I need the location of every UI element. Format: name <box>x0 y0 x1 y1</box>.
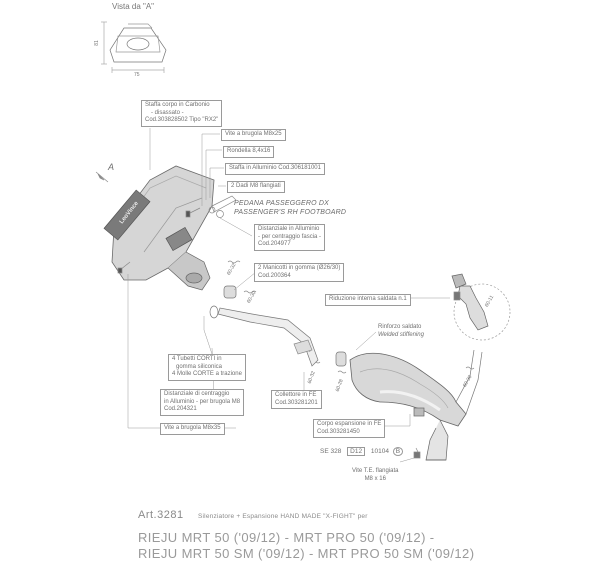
expansion-body-callout: Corpo espansione in FE Cod.303281450 <box>313 419 386 438</box>
callout-line: Distanziale in Alluminio <box>258 226 320 232</box>
callout-line: Cod.204321 <box>164 406 197 412</box>
weld-label-it: Rinforzo saldato <box>378 324 422 330</box>
expansion-chamber <box>349 349 483 461</box>
view-a-width-dim: 75 <box>134 72 140 78</box>
internal-reduction-callout: Riduzione interna saldata n.1 <box>325 294 411 306</box>
view-a-title: Vista da "A" <box>112 2 154 11</box>
article-number: Art.3281 <box>138 509 184 521</box>
washer-callout: Rondella 8,4x16 <box>223 146 275 158</box>
footboard-label: PEDANA PASSEGGERO DX PASSENGER'S RH FOOT… <box>234 200 346 217</box>
callout-line: gomma siliconica <box>176 363 223 370</box>
callout-line: 4 Molle CORTE a trazione <box>172 371 242 377</box>
flanged-nuts-callout: 2 Dadi M8 flangiati <box>227 181 285 193</box>
callout-line: Collettore in FE <box>275 392 317 398</box>
callout-line: Cod.200364 <box>258 272 291 279</box>
se-b-circle: B <box>392 447 404 456</box>
callout-line: Cod.303828502 Tipo "RX2" <box>145 117 219 123</box>
silencer-bolts <box>117 195 237 274</box>
springs-callout: 4 Tubetti CORTI in gomma siliconica 4 Mo… <box>168 354 246 381</box>
se-number: SE 328 <box>320 448 342 455</box>
view-a-arrow <box>95 171 109 183</box>
weld-label-en: Welded stiffening <box>378 331 424 338</box>
callout-line: 4 Tubetti CORTI in <box>172 356 222 362</box>
alu-spacer-callout: Distanziale in Alluminio - per centraggi… <box>254 224 326 251</box>
rubber-sleeve <box>223 285 347 367</box>
callout-line: - disassato - <box>151 109 184 116</box>
callout-line: - per centraggio fascia - <box>258 233 322 240</box>
callout-line: Corpo espansione in FE <box>317 421 382 427</box>
callout-line: Cod.204977 <box>258 241 291 247</box>
callout-line: Vite T.E. flangiata <box>352 468 399 474</box>
centering-spacer-callout: Distanziale di centraggio in Alluminio -… <box>160 389 245 416</box>
callout-line: 2 Manicotti in gomma (Ø26/30) <box>258 265 341 271</box>
aluminium-bracket-callout: Staffa in Alluminio Cod.306181001 <box>225 163 325 175</box>
rubber-sleeves-callout: 2 Manicotti in gomma (Ø26/30) Cod.200364 <box>254 263 345 282</box>
callout-line: in Alluminio - per brugola M8 <box>164 398 241 405</box>
footboard-label-en: PASSENGER'S RH FOOTBOARD <box>234 208 347 216</box>
se-code: 10104 <box>370 448 389 455</box>
callout-line: Cod.303281450 <box>317 428 360 435</box>
collector-callout: Collettore in FE Cod.303281201 <box>271 390 322 409</box>
callout-line: Staffa corpo in Carbonio <box>145 102 210 108</box>
se-marking: SE 328 D12 10104 B <box>320 447 404 456</box>
models-line-1: RIEJU MRT 50 ('09/12) - MRT PRO 50 ('09/… <box>138 530 435 545</box>
silencer-body: LeoVince <box>103 165 215 291</box>
callout-line: Cod.303281201 <box>275 399 318 406</box>
models-line-2: RIEJU MRT 50 SM ('09/12) - MRT PRO 50 SM… <box>138 546 475 561</box>
screw-m8x25-callout: Vite a brugola M8x25 <box>221 129 286 141</box>
weld-detail <box>451 273 511 341</box>
footboard-label-it: PEDANA PASSEGGERO DX <box>234 200 330 207</box>
view-a-height-dim: 81 <box>93 40 100 46</box>
te-screw-label: Vite T.E. flangiata M8 x 16 <box>352 468 398 483</box>
se-d-box: D12 <box>347 447 366 456</box>
welded-stiffening-label: Rinforzo saldato Welded stiffening <box>378 324 424 339</box>
arrow-a-label: A <box>108 162 115 172</box>
view-a-end-cap <box>101 21 167 73</box>
collector-pipe <box>209 305 319 367</box>
carbon-bracket-callout: Staffa corpo in Carbonio - disassato - C… <box>141 100 223 127</box>
callout-line: Distanziale di centraggio <box>164 391 230 397</box>
screw-m8x35-callout: Vite a brugola M8x35 <box>160 423 225 435</box>
callout-line: M8 x 16 <box>364 475 386 482</box>
product-description: Silenziatore + Espansione HAND MADE "X-F… <box>198 513 368 520</box>
